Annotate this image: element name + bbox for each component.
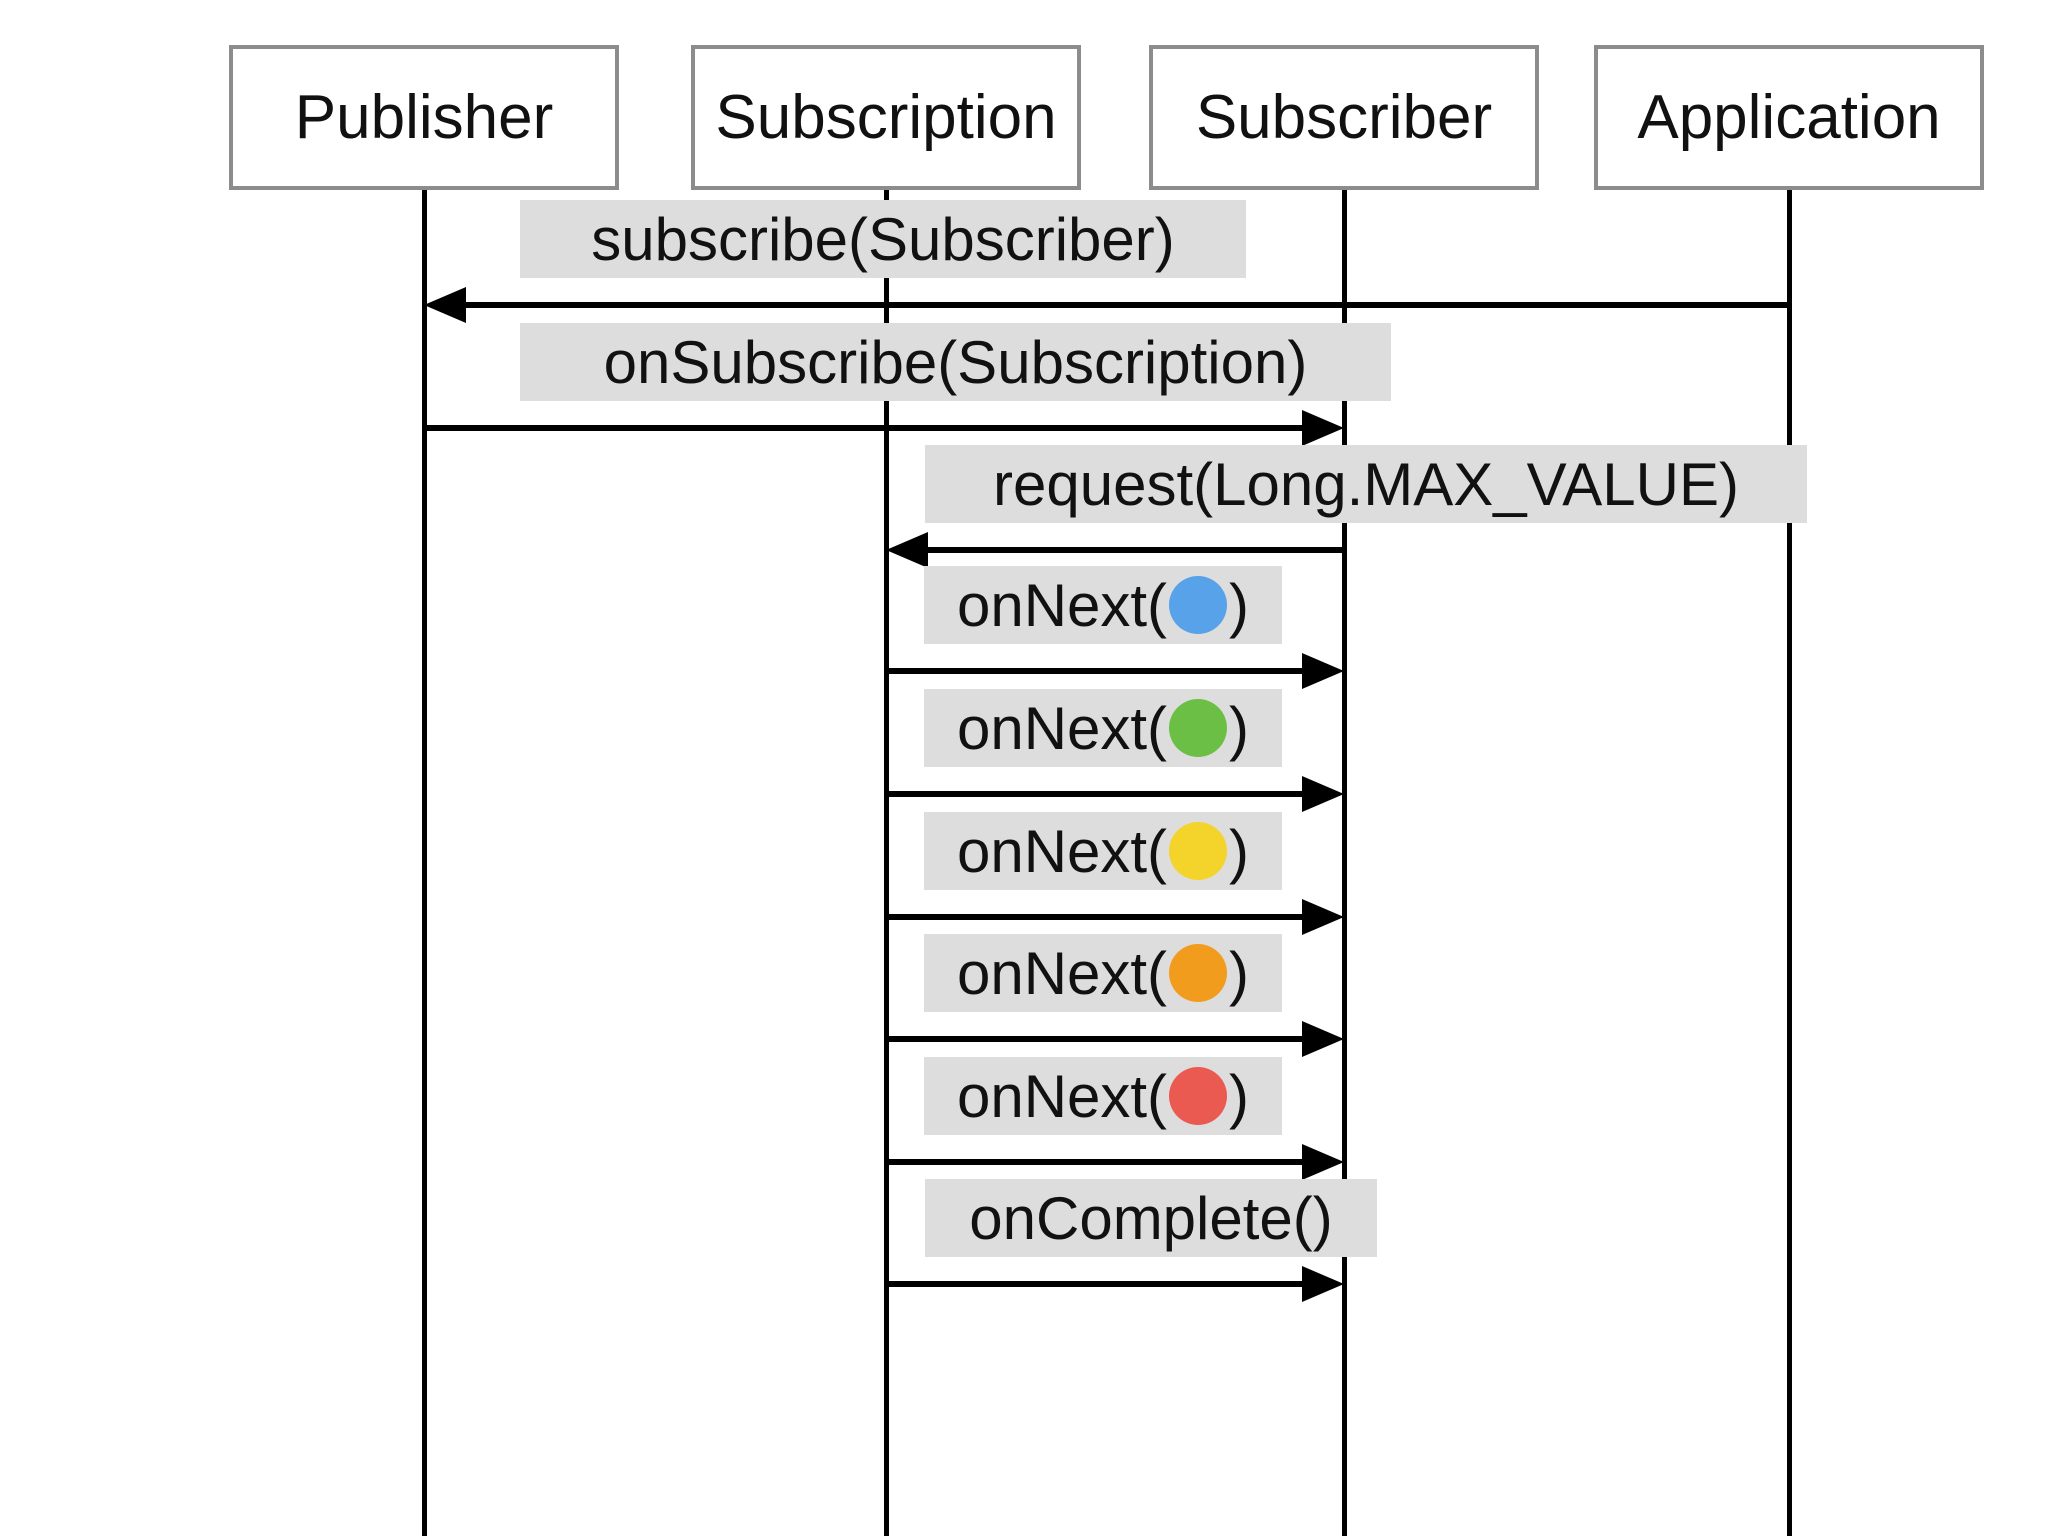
- message-text-before-onNext-green: onNext(: [956, 694, 1168, 762]
- message-label-onComplete: onComplete(): [925, 1179, 1377, 1257]
- message-arrow-onNext-blue: [886, 668, 1332, 674]
- arrowhead-icon-subscribe: [424, 287, 466, 323]
- message-text-before-onNext-orange: onNext(: [956, 939, 1168, 1007]
- lifeline-application: [1786, 190, 1792, 1536]
- lifeline-subscriber: [1341, 190, 1347, 1536]
- message-label-onNext-orange: onNext(): [924, 934, 1282, 1012]
- message-text-subscribe: subscribe(Subscriber): [591, 205, 1175, 273]
- arrowhead-icon-onComplete: [1302, 1266, 1344, 1302]
- message-text-after-onNext-red: ): [1229, 1062, 1250, 1130]
- message-arrow-onComplete: [886, 1281, 1332, 1287]
- arrowhead-icon-onNext-blue: [1302, 653, 1344, 689]
- lifeline-subscription: [883, 190, 889, 1536]
- message-arrow-subscribe: [436, 302, 1789, 308]
- arrowhead-icon-request: [886, 532, 928, 568]
- message-text-after-onNext-orange: ): [1229, 939, 1250, 1007]
- message-label-request: request(Long.MAX_VALUE): [925, 445, 1807, 523]
- message-text-after-onNext-yellow: ): [1229, 817, 1250, 885]
- onNext-blue-item-circle-icon: [1169, 576, 1228, 634]
- onNext-yellow-item-circle-icon: [1169, 822, 1228, 880]
- message-text-before-onNext-blue: onNext(: [956, 571, 1168, 639]
- participant-name-subscriber: Subscriber: [1195, 83, 1493, 152]
- arrowhead-icon-onNext-orange: [1302, 1021, 1344, 1057]
- message-text-after-onNext-green: ): [1229, 694, 1250, 762]
- lifeline-publisher: [421, 190, 427, 1536]
- message-text-before-onNext-red: onNext(: [956, 1062, 1168, 1130]
- onNext-green-item-circle-icon: [1169, 699, 1228, 757]
- message-arrow-onNext-green: [886, 791, 1332, 797]
- arrowhead-icon-onNext-yellow: [1302, 899, 1344, 935]
- message-arrow-onSubscribe: [424, 425, 1332, 431]
- message-label-onNext-blue: onNext(): [924, 566, 1282, 644]
- message-arrow-onNext-red: [886, 1159, 1332, 1165]
- message-text-onSubscribe: onSubscribe(Subscription): [603, 328, 1308, 396]
- message-label-onNext-yellow: onNext(): [924, 812, 1282, 890]
- onNext-orange-item-circle-icon: [1169, 944, 1228, 1002]
- participant-box-publisher: Publisher: [229, 45, 619, 190]
- message-arrow-onNext-yellow: [886, 914, 1332, 920]
- participant-box-subscriber: Subscriber: [1149, 45, 1539, 190]
- arrowhead-icon-onSubscribe: [1302, 410, 1344, 446]
- message-text-request: request(Long.MAX_VALUE): [993, 450, 1739, 518]
- participant-name-publisher: Publisher: [294, 83, 554, 152]
- message-label-subscribe: subscribe(Subscriber): [520, 200, 1246, 278]
- message-label-onNext-green: onNext(): [924, 689, 1282, 767]
- participant-box-application: Application: [1594, 45, 1984, 190]
- message-text-after-onNext-blue: ): [1229, 571, 1250, 639]
- onNext-red-item-circle-icon: [1169, 1067, 1228, 1125]
- arrowhead-icon-onNext-green: [1302, 776, 1344, 812]
- message-label-onSubscribe: onSubscribe(Subscription): [520, 323, 1391, 401]
- message-text-before-onNext-yellow: onNext(: [956, 817, 1168, 885]
- message-arrow-onNext-orange: [886, 1036, 1332, 1042]
- participant-name-subscription: Subscription: [715, 83, 1057, 152]
- participant-name-application: Application: [1637, 83, 1941, 152]
- message-arrow-request: [898, 547, 1344, 553]
- arrowhead-icon-onNext-red: [1302, 1144, 1344, 1180]
- message-text-onComplete: onComplete(): [969, 1184, 1333, 1252]
- participant-box-subscription: Subscription: [691, 45, 1081, 190]
- message-label-onNext-red: onNext(): [924, 1057, 1282, 1135]
